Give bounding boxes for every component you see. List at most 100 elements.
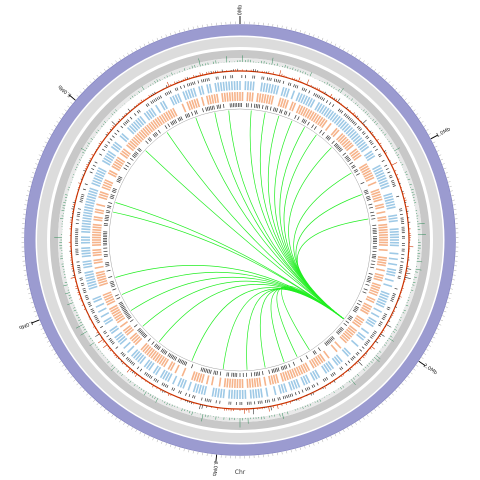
forward-cds-mark bbox=[309, 99, 316, 108]
feature-mark-inner bbox=[331, 140, 335, 144]
minor-tick bbox=[308, 444, 310, 448]
forward-cds-mark bbox=[377, 177, 387, 183]
gc-skew-bar bbox=[333, 391, 335, 394]
feature-mark-inner bbox=[216, 371, 218, 376]
minor-tick bbox=[107, 411, 110, 415]
feature-mark bbox=[111, 135, 115, 138]
feature-mark-inner bbox=[180, 359, 183, 364]
gc-skew-bar bbox=[410, 189, 414, 191]
feature-mark-inner bbox=[262, 371, 264, 376]
link-arc bbox=[142, 280, 344, 327]
feature-mark-inner bbox=[137, 148, 141, 153]
minor-tick bbox=[449, 185, 452, 187]
gc-content-bar bbox=[102, 340, 105, 343]
ring-separator bbox=[47, 47, 433, 433]
forward-cds-mark bbox=[343, 347, 352, 355]
minor-tick bbox=[338, 45, 341, 49]
forward-cds-mark bbox=[184, 90, 190, 100]
feature-mark bbox=[378, 322, 382, 325]
gc-skew-bar bbox=[181, 408, 183, 412]
gc-content-bar bbox=[360, 121, 362, 123]
feature-mark bbox=[82, 287, 86, 290]
feature-mark bbox=[107, 141, 111, 144]
minor-tick bbox=[103, 408, 106, 412]
gc-skew-bar bbox=[389, 142, 392, 145]
gc-content-bar bbox=[318, 88, 321, 91]
feature-mark bbox=[396, 195, 400, 198]
forward-cds-mark bbox=[81, 254, 91, 258]
feature-mark bbox=[391, 296, 395, 299]
gc-content-bar bbox=[331, 96, 334, 99]
gc-content-bar bbox=[150, 94, 152, 97]
feature-mark bbox=[372, 331, 376, 335]
gc-skew-bar bbox=[75, 166, 78, 168]
reverse-cds-mark bbox=[106, 300, 116, 306]
reverse-cds-mark bbox=[378, 228, 388, 232]
reverse-cds-mark bbox=[353, 319, 362, 326]
forward-cds-mark bbox=[92, 295, 102, 301]
feature-mark bbox=[294, 84, 297, 88]
feature-mark-inner bbox=[191, 364, 194, 369]
minor-tick bbox=[370, 411, 373, 415]
gc-skew-bar bbox=[116, 370, 120, 373]
major-tick-label: 0Mb bbox=[238, 5, 244, 16]
minor-tick bbox=[79, 91, 82, 94]
reverse-cds-mark bbox=[312, 357, 320, 366]
minor-tick bbox=[290, 449, 292, 453]
feature-mark-inner bbox=[218, 104, 220, 109]
feature-mark-inner bbox=[271, 369, 274, 374]
feature-mark bbox=[150, 101, 153, 104]
gc-skew-bar bbox=[386, 340, 389, 342]
feature-mark bbox=[183, 84, 186, 88]
feature-mark-inner bbox=[313, 126, 317, 130]
forward-cds-mark bbox=[200, 385, 205, 395]
gc-content-bar bbox=[75, 287, 79, 289]
link-arc bbox=[166, 132, 344, 319]
feature-mark bbox=[392, 293, 396, 295]
reverse-cds-mark bbox=[93, 216, 103, 220]
minor-tick bbox=[165, 443, 167, 446]
minor-tick bbox=[67, 372, 70, 375]
feature-mark bbox=[268, 399, 270, 403]
feature-mark bbox=[116, 129, 120, 133]
feature-mark bbox=[158, 96, 161, 100]
reverse-cds-mark bbox=[102, 183, 112, 189]
minor-tick bbox=[286, 26, 288, 30]
feature-mark bbox=[344, 114, 348, 118]
gc-skew-bar bbox=[87, 145, 89, 147]
inner-gray-ring bbox=[50, 50, 430, 430]
minor-tick bbox=[86, 84, 89, 87]
reverse-cds-mark bbox=[163, 358, 170, 368]
feature-mark-inner bbox=[140, 331, 144, 335]
minor-tick bbox=[410, 105, 413, 108]
feature-mark bbox=[80, 197, 84, 199]
gc-content-bar bbox=[383, 150, 387, 152]
reverse-cds-mark bbox=[368, 291, 378, 297]
forward-cds-mark bbox=[88, 285, 98, 290]
feature-mark bbox=[391, 181, 395, 184]
reverse-cds-mark bbox=[92, 253, 102, 257]
forward-cds-mark bbox=[84, 272, 95, 277]
feature-mark bbox=[322, 98, 325, 102]
gc-skew-bar bbox=[65, 194, 68, 196]
gc-content-bar bbox=[403, 197, 407, 199]
minor-tick bbox=[434, 332, 438, 335]
feature-mark bbox=[81, 284, 85, 287]
minor-tick bbox=[127, 424, 129, 428]
gc-skew-bar bbox=[68, 297, 72, 299]
reverse-cds-mark bbox=[210, 376, 215, 386]
feature-mark-inner bbox=[177, 117, 180, 122]
minor-tick bbox=[308, 32, 310, 36]
feature-mark-inner bbox=[138, 147, 142, 151]
gc-skew-bar bbox=[304, 405, 306, 408]
feature-mark bbox=[174, 88, 177, 92]
forward-cds-mark bbox=[374, 169, 384, 175]
forward-cds-mark bbox=[318, 104, 325, 114]
minor-tick bbox=[51, 349, 54, 351]
feature-mark bbox=[347, 360, 351, 364]
minor-tick bbox=[42, 145, 46, 148]
gc-content-bar bbox=[105, 133, 108, 136]
gc-content-baseline bbox=[70, 70, 410, 410]
feature-mark bbox=[185, 392, 187, 396]
feature-mark-inner bbox=[104, 262, 109, 264]
